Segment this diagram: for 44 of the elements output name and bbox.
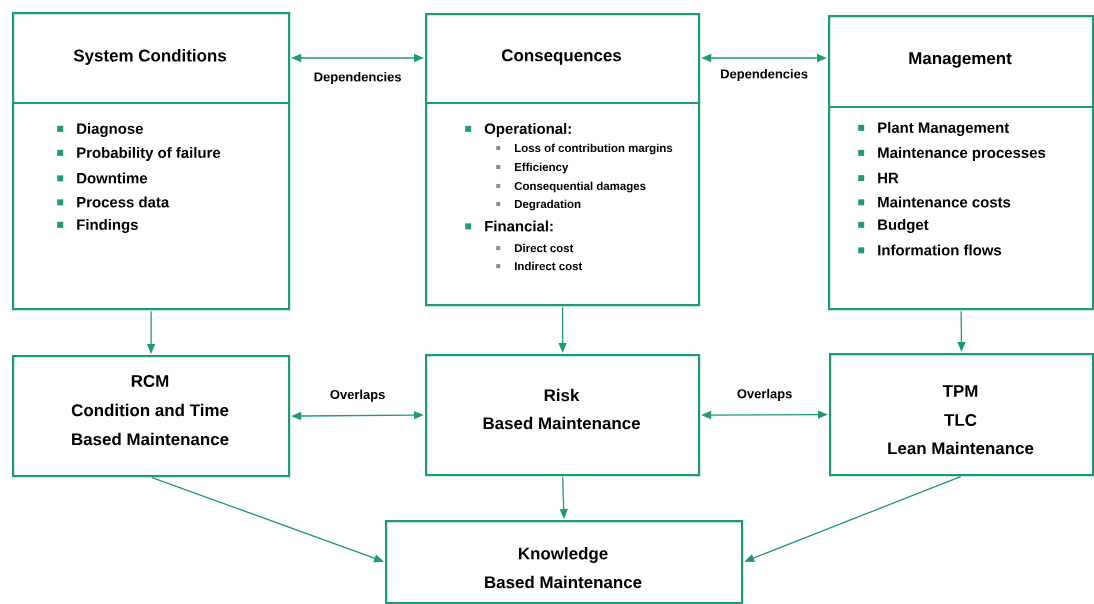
bullet-item: Process data — [57, 196, 170, 208]
sub-bullet-item: Consequential damages — [496, 181, 646, 193]
edge-label: Overlaps — [737, 388, 792, 401]
sub-bullet-item: Direct cost — [496, 243, 574, 253]
box-heading: TPM — [942, 385, 978, 397]
box-heading: RCM — [131, 375, 169, 387]
box-heading: TLC — [944, 414, 977, 426]
box-heading: Based Maintenance — [485, 575, 642, 589]
process-box — [829, 353, 1094, 477]
box-heading: Based Maintenance — [72, 432, 229, 446]
box-heading: System Conditions — [73, 49, 226, 65]
process-box — [425, 13, 701, 307]
box-heading: Knowledge — [519, 547, 608, 563]
edge-label: Dependencies — [314, 71, 401, 85]
box-heading: Condition and Time — [71, 403, 229, 417]
process-box — [12, 12, 291, 311]
process-box — [385, 520, 744, 604]
bullet-item: Findings — [57, 219, 138, 233]
box-heading: Risk — [544, 388, 580, 402]
sub-bullet-item: Efficiency — [496, 162, 569, 174]
box-heading: Management — [909, 52, 1012, 68]
edge-label: Overlaps — [330, 389, 385, 402]
bullet-item: Diagnose — [57, 123, 143, 137]
bullet-item: Downtime — [57, 172, 148, 184]
box-heading: Based Maintenance — [483, 416, 640, 430]
bullet-item: Information flows — [858, 244, 1002, 256]
box-heading: Lean Maintenance — [888, 441, 1034, 455]
arrow — [151, 476, 384, 563]
sub-bullet-item: Degradation — [496, 199, 581, 211]
process-box — [828, 15, 1094, 311]
process-box — [425, 354, 701, 477]
bullet-item: Budget — [858, 219, 929, 233]
sub-bullet-item: Indirect cost — [496, 261, 583, 271]
box-heading: Consequences — [501, 49, 622, 65]
bullet-item: Maintenance processes — [858, 147, 1046, 161]
bullet-item: Financial: — [465, 220, 553, 232]
process-box — [12, 355, 291, 478]
bullet-item: Operational: — [465, 123, 571, 137]
bullet-item: HR — [858, 172, 899, 184]
edge-label: Dependencies — [721, 68, 808, 82]
bullet-item: Plant Management — [858, 122, 1010, 136]
bullet-item: Probability of failure — [57, 147, 221, 161]
sub-bullet-item: Loss of contribution margins — [496, 143, 673, 155]
bullet-item: Maintenance costs — [858, 196, 1011, 208]
